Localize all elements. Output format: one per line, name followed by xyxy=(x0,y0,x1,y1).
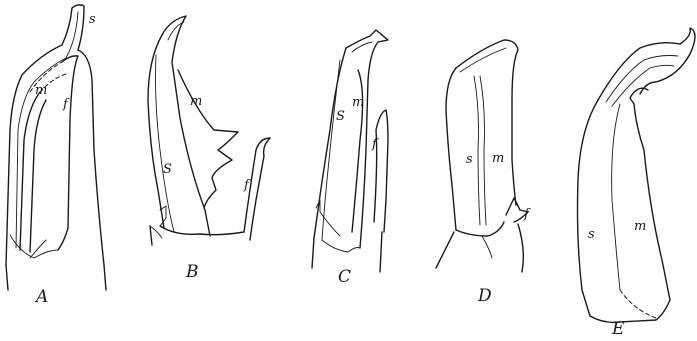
figure-d-label-s: s xyxy=(466,152,473,167)
figure-e-label-m: m xyxy=(634,219,646,234)
figure-b-label-m: m xyxy=(190,94,202,109)
figure-b: m S f B xyxy=(148,16,270,282)
figure-b-drawing xyxy=(148,16,270,245)
figure-a-label-s: s xyxy=(89,12,96,27)
figure-b-label-s: S xyxy=(163,162,172,177)
figure-c-label-f: f xyxy=(371,137,379,152)
figure-e: s m E xyxy=(578,28,696,339)
figure-e-letter: E xyxy=(611,319,625,339)
figure-a-label-f: f xyxy=(62,97,70,112)
figure-e-drawing xyxy=(578,28,696,322)
figure-c-label-s: S xyxy=(336,109,345,124)
figure-d-label-m: m xyxy=(492,151,504,166)
figure-a: s m f A xyxy=(6,5,106,307)
figure-d: s m f D xyxy=(436,40,531,306)
figure-d-drawing xyxy=(436,40,528,272)
figure-d-letter: D xyxy=(477,286,492,306)
figure-a-letter: A xyxy=(34,287,48,307)
figure-c: S m f C xyxy=(312,30,388,287)
figure-c-letter: C xyxy=(338,267,351,287)
figure-a-drawing xyxy=(6,5,106,290)
figure-e-label-s: s xyxy=(588,227,595,242)
figure-b-letter: B xyxy=(185,262,199,282)
figure-a-label-m: m xyxy=(35,83,47,98)
figure-c-label-m: m xyxy=(352,95,364,110)
figure-d-label-f: f xyxy=(523,207,531,222)
